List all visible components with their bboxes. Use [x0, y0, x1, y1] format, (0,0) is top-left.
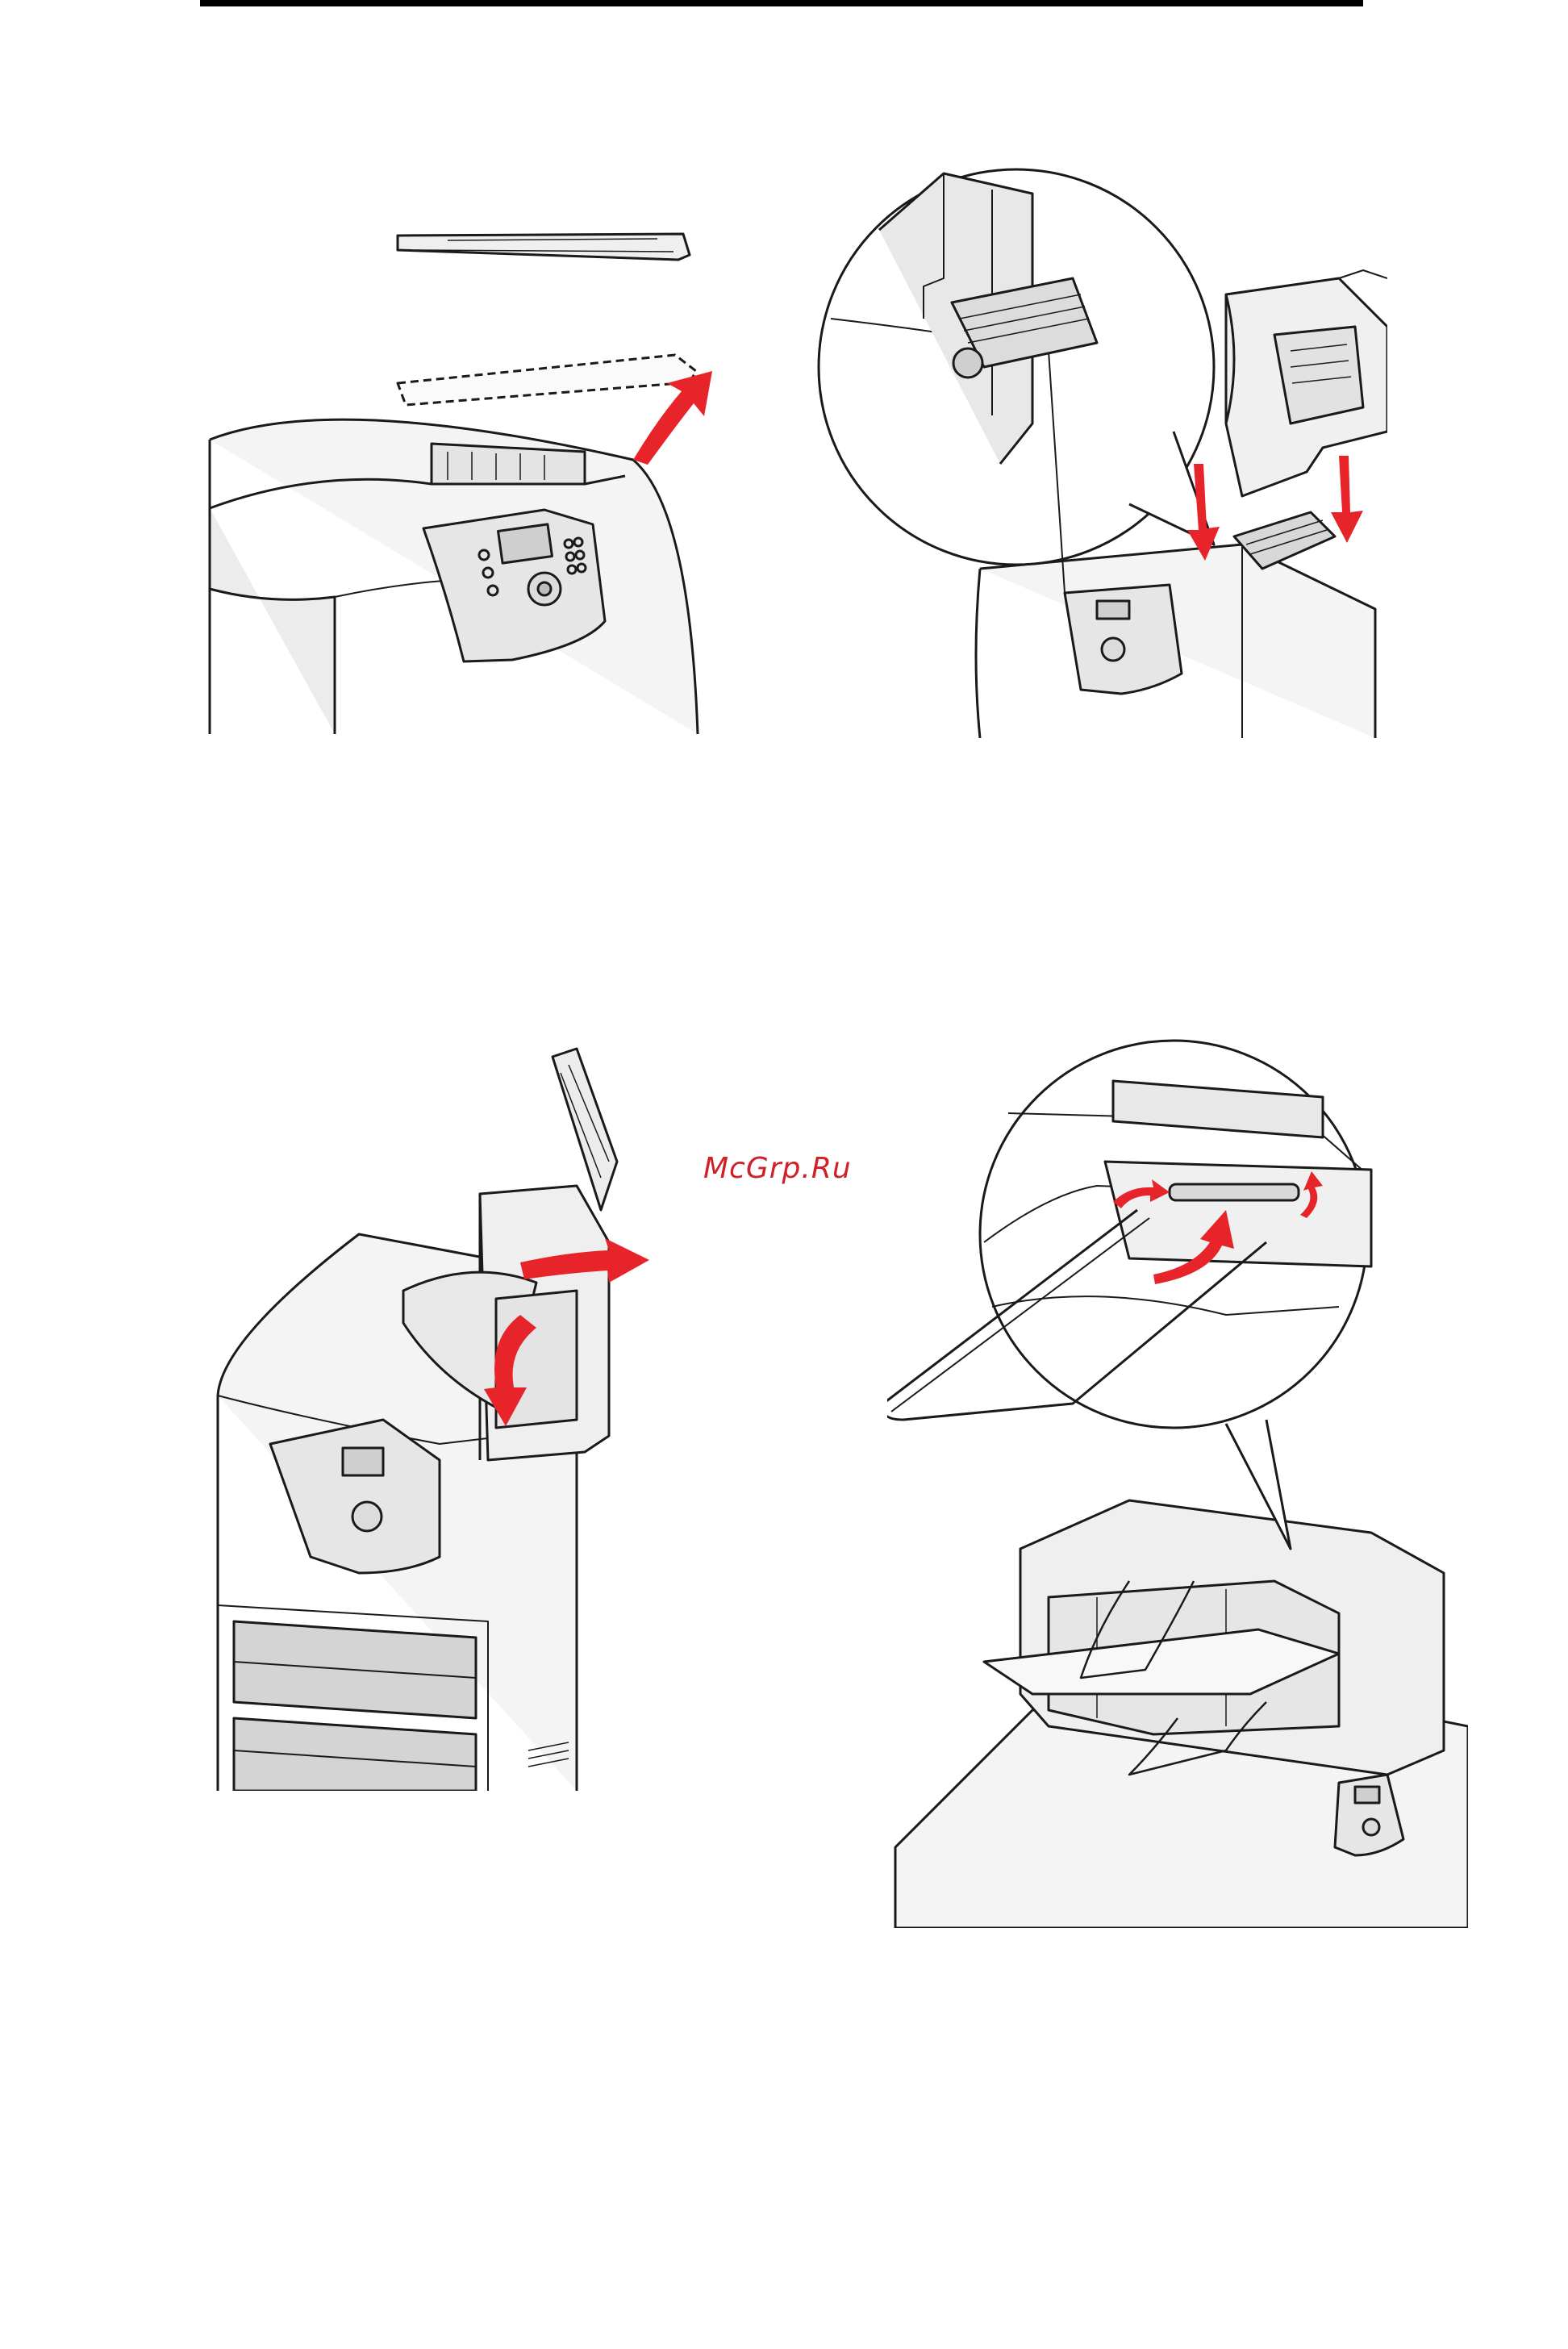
lower-arrow-right: [1331, 456, 1363, 543]
figure-attach-paper-bail: [887, 1000, 1468, 1928]
figure-open-expander-cover: [198, 1041, 746, 1791]
top-rule: [200, 0, 1363, 6]
figure-remove-top-cover: [206, 218, 722, 734]
figure-install-output-expander: [807, 157, 1387, 738]
